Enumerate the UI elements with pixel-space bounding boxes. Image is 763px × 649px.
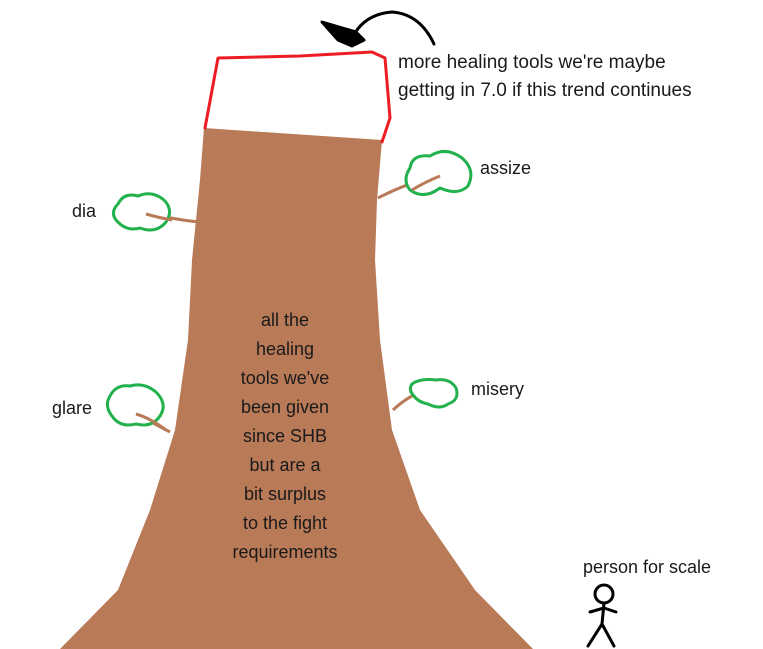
bird-scribble [320,20,366,48]
misery-label: misery [471,379,524,399]
assize-leaf-stem [411,174,441,192]
trunk-caption-line: to the fight [242,513,328,533]
trunk-caption-line: since SHB [242,426,328,446]
trunk-caption-line: been given [240,397,330,417]
assize-label: assize [480,158,532,178]
glare-leaf-stem [135,412,167,432]
pointer-arrow [350,10,436,46]
trunk-caption-line: all the [260,310,310,330]
trunk-caption-line: but are a [249,455,321,475]
dia-label: dia [72,201,97,221]
future-tools-label: more healing tools we're maybe getting i… [398,49,692,105]
future-tools-cap-outline [203,50,392,144]
tree-trunk [60,128,533,649]
glare-leaf [105,383,165,427]
future-tools-label-line2: getting in 7.0 if this trend continues [398,80,692,101]
dia-leaf [111,192,171,232]
stick-figure [586,583,618,648]
scale-label: person for scale [583,557,712,577]
misery-leaf [408,378,459,409]
glare-label: glare [52,398,93,418]
trunk-caption-line: requirements [232,542,338,562]
dia-leaf-stem [145,212,173,222]
trunk-caption: all the healing tools we've been given s… [205,306,365,567]
future-tools-label-line1: more healing tools we're maybe [398,52,666,73]
trunk-caption-line: tools we've [240,368,330,388]
trunk-caption-line: healing [255,339,315,359]
trunk-caption-line: bit surplus [243,484,327,504]
